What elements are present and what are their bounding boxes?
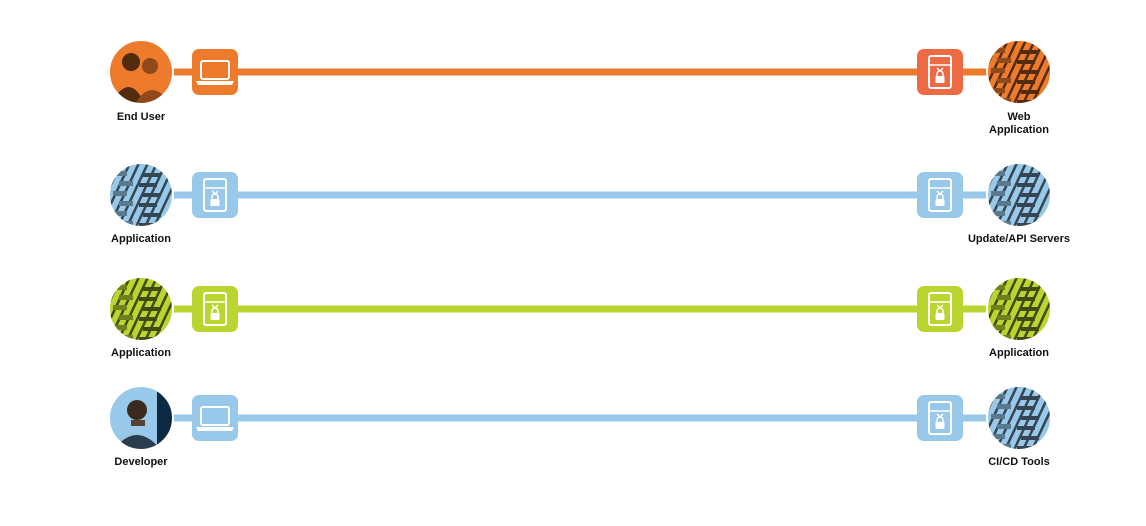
secure-server-icon (917, 172, 963, 218)
laptop-icon (192, 395, 238, 441)
left-endpoint-label: Application (111, 233, 171, 245)
people-photo (108, 39, 174, 105)
right-endpoint-label: CI/CD Tools (988, 456, 1050, 468)
server-rack-photo (986, 39, 1052, 105)
secure-server-icon (917, 49, 963, 95)
connection-row (108, 162, 1052, 228)
right-endpoint-label: Update/API Servers (967, 233, 1071, 245)
connection-row (108, 39, 1052, 105)
right-endpoint-label: Application (989, 347, 1049, 359)
server-rack-photo (986, 385, 1052, 451)
laptop-icon (192, 49, 238, 95)
right-endpoint-label: Web Application (989, 111, 1049, 136)
developer-photo (108, 385, 174, 451)
secure-server-icon (192, 172, 238, 218)
left-endpoint-label: Developer (114, 456, 168, 468)
secure-server-icon (192, 286, 238, 332)
left-endpoint-label: End User (116, 111, 166, 123)
server-rack-photo (986, 162, 1052, 228)
connection-row (108, 385, 1052, 451)
secure-server-icon (917, 286, 963, 332)
secure-server-icon (917, 395, 963, 441)
connection-row (108, 276, 1052, 342)
left-endpoint-label: Application (111, 347, 171, 359)
